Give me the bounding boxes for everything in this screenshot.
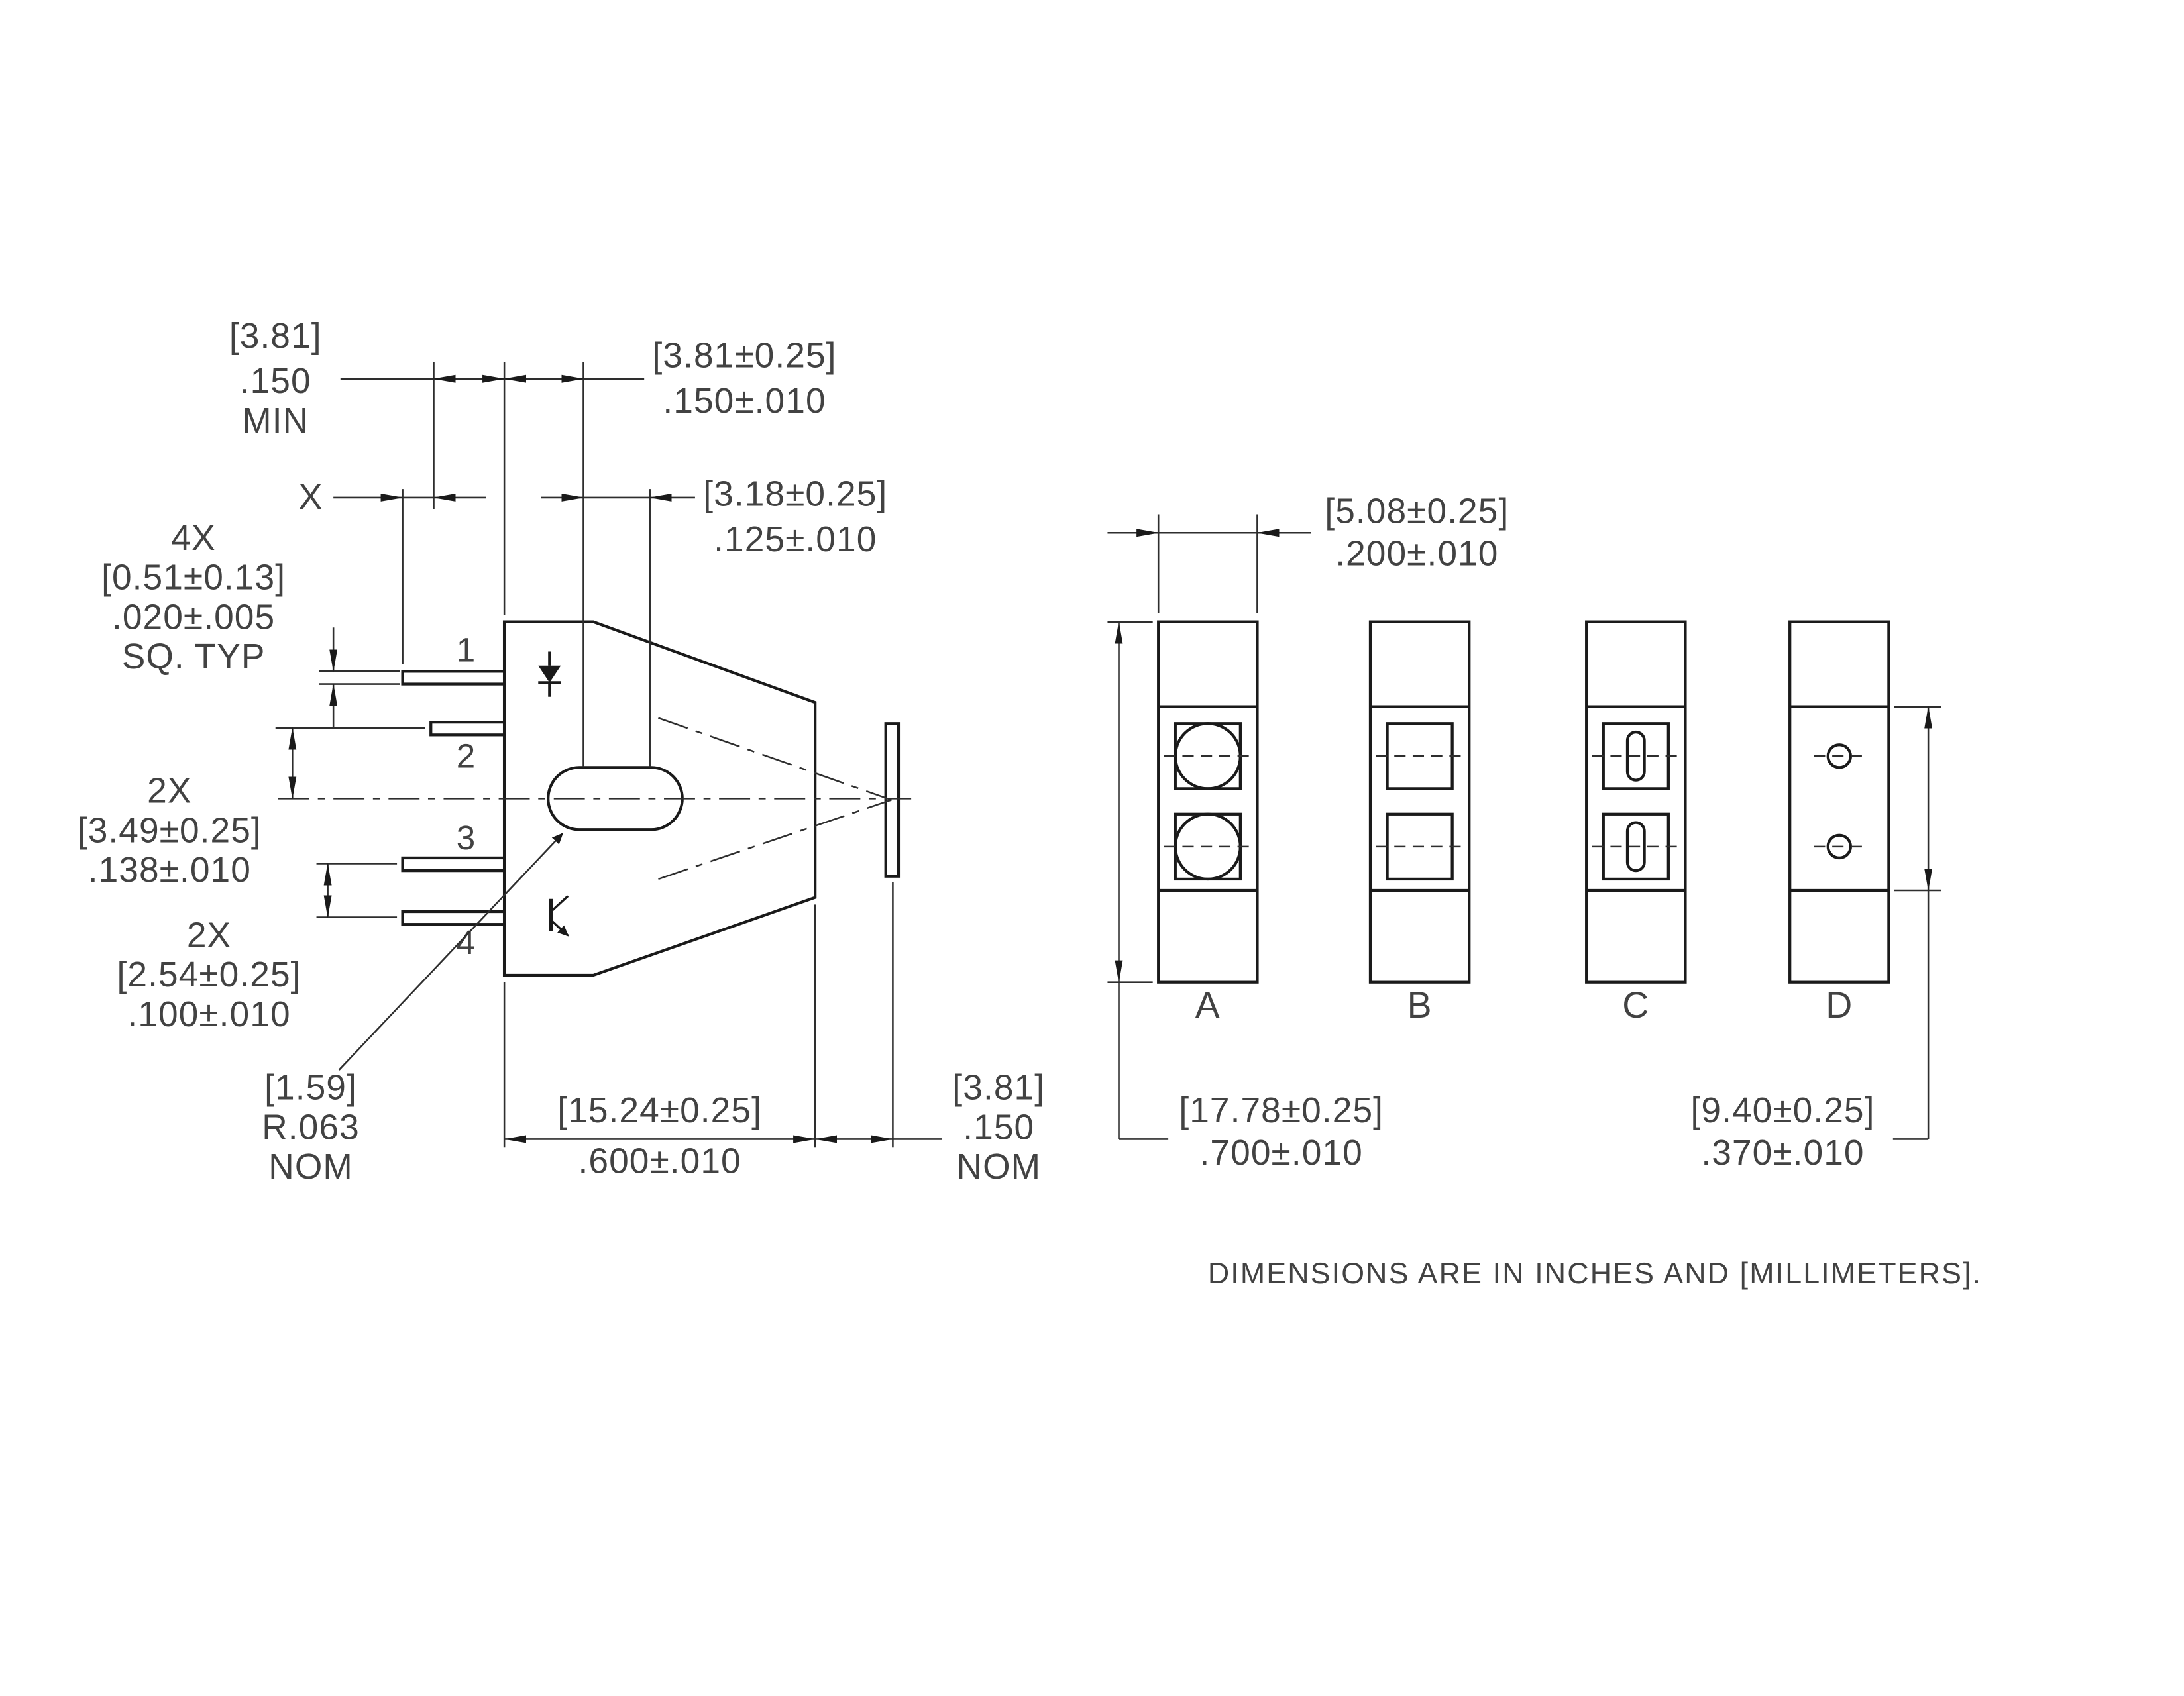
view-label-b: B bbox=[1407, 984, 1433, 1026]
slot-aperture-lower-c bbox=[1625, 821, 1646, 873]
package-outline-d bbox=[1788, 620, 1890, 984]
slot-aperture-upper-c bbox=[1625, 730, 1646, 782]
body-outline bbox=[502, 620, 817, 977]
units-note: DIMENSIONS ARE IN INCHES AND [MILLIMETER… bbox=[1208, 1257, 1982, 1290]
led-symbol-icon bbox=[538, 651, 561, 697]
dim-pin-pitch-qty: 2X bbox=[187, 916, 231, 955]
view-label-d: D bbox=[1826, 984, 1853, 1026]
package-outline-a bbox=[1157, 620, 1259, 984]
dim-package-width-mm: [5.08±0.25] bbox=[1325, 492, 1509, 531]
dim-body-width-mm: [15.24±0.25] bbox=[557, 1091, 762, 1130]
front-view-b bbox=[1368, 620, 1471, 984]
dim-aperture-gap-mm: [3.81] bbox=[952, 1069, 1045, 1108]
pin-1 bbox=[401, 670, 506, 686]
pin-3-label: 3 bbox=[457, 819, 476, 857]
dim-aperture-gap-qual: NOM bbox=[957, 1147, 1042, 1187]
dim-lead-length-qual: MIN bbox=[242, 401, 309, 441]
package-outline-c bbox=[1585, 620, 1687, 984]
dim-pin-pitch-in: .100±.010 bbox=[127, 995, 290, 1034]
dim-body-offset-in: .150±.010 bbox=[663, 382, 826, 421]
dim-aperture-gap-in: .150 bbox=[963, 1108, 1034, 1147]
dim-lead-size-mm: [0.51±0.13] bbox=[101, 558, 286, 598]
dim-emitter-offset-in: .125±.010 bbox=[714, 520, 877, 559]
dim-package-height-mm: [17.78±0.25] bbox=[1179, 1091, 1384, 1130]
dim-x-label: X bbox=[299, 478, 323, 517]
side-view-dimension-lines bbox=[275, 362, 943, 1148]
pin-4 bbox=[401, 910, 506, 926]
package-outline-b bbox=[1368, 620, 1471, 984]
pin-3 bbox=[401, 856, 506, 873]
dim-row-spacing-mm: [3.49±0.25] bbox=[78, 811, 262, 850]
side-view-dimension-text: [3.81] .150 MIN [3.81±0.25] .150±.010 X … bbox=[78, 317, 1045, 1187]
pin-2 bbox=[429, 721, 506, 737]
front-view-a bbox=[1157, 620, 1259, 984]
front-view-d bbox=[1788, 620, 1890, 984]
side-view: 1 2 3 4 bbox=[78, 317, 1045, 1187]
dim-window-height-mm: [9.40±0.25] bbox=[1691, 1091, 1875, 1130]
front-view-dimension-text: [5.08±0.25] .200±.010 [17.78±0.25] .700±… bbox=[1179, 492, 1875, 1173]
dim-emitter-offset-mm: [3.18±0.25] bbox=[703, 475, 887, 514]
dim-pin-pitch-mm: [2.54±0.25] bbox=[117, 955, 301, 994]
dim-lead-size-qty: 4X bbox=[171, 519, 215, 558]
dim-lead-length-in: .150 bbox=[240, 362, 311, 401]
front-view-dimension-lines bbox=[1107, 514, 1941, 1140]
dim-lead-size-in: .020±.005 bbox=[112, 598, 275, 637]
dim-row-spacing-qty: 2X bbox=[147, 772, 191, 811]
dim-row-spacing-in: .138±.010 bbox=[88, 851, 251, 890]
front-views: A B C D [5.08±0.25] .20 bbox=[1107, 492, 1941, 1173]
aperture-plate bbox=[884, 722, 901, 878]
phototransistor-symbol-icon bbox=[549, 895, 569, 937]
view-label-c: C bbox=[1622, 984, 1649, 1026]
dim-lead-length-mm: [3.81] bbox=[229, 317, 322, 356]
pin-1-label: 1 bbox=[457, 631, 476, 668]
optical-ray-upper bbox=[658, 717, 892, 801]
dim-package-width-in: .200±.010 bbox=[1335, 534, 1498, 573]
dim-body-width-in: .600±.010 bbox=[578, 1142, 741, 1181]
view-label-a: A bbox=[1195, 984, 1221, 1026]
dim-slot-radius-qual: NOM bbox=[268, 1147, 353, 1187]
dim-lead-size-qual: SQ. TYP bbox=[122, 637, 266, 676]
dim-slot-radius-mm: [1.59] bbox=[264, 1069, 357, 1108]
front-view-c bbox=[1585, 620, 1687, 984]
dim-body-offset-mm: [3.81±0.25] bbox=[653, 337, 837, 376]
dim-package-height-in: .700±.010 bbox=[1200, 1134, 1363, 1173]
dim-window-height-in: .370±.010 bbox=[1701, 1134, 1864, 1173]
optical-ray-lower bbox=[658, 799, 892, 880]
pin-2-label: 2 bbox=[457, 737, 476, 774]
dim-slot-radius-in: R.063 bbox=[262, 1108, 360, 1147]
